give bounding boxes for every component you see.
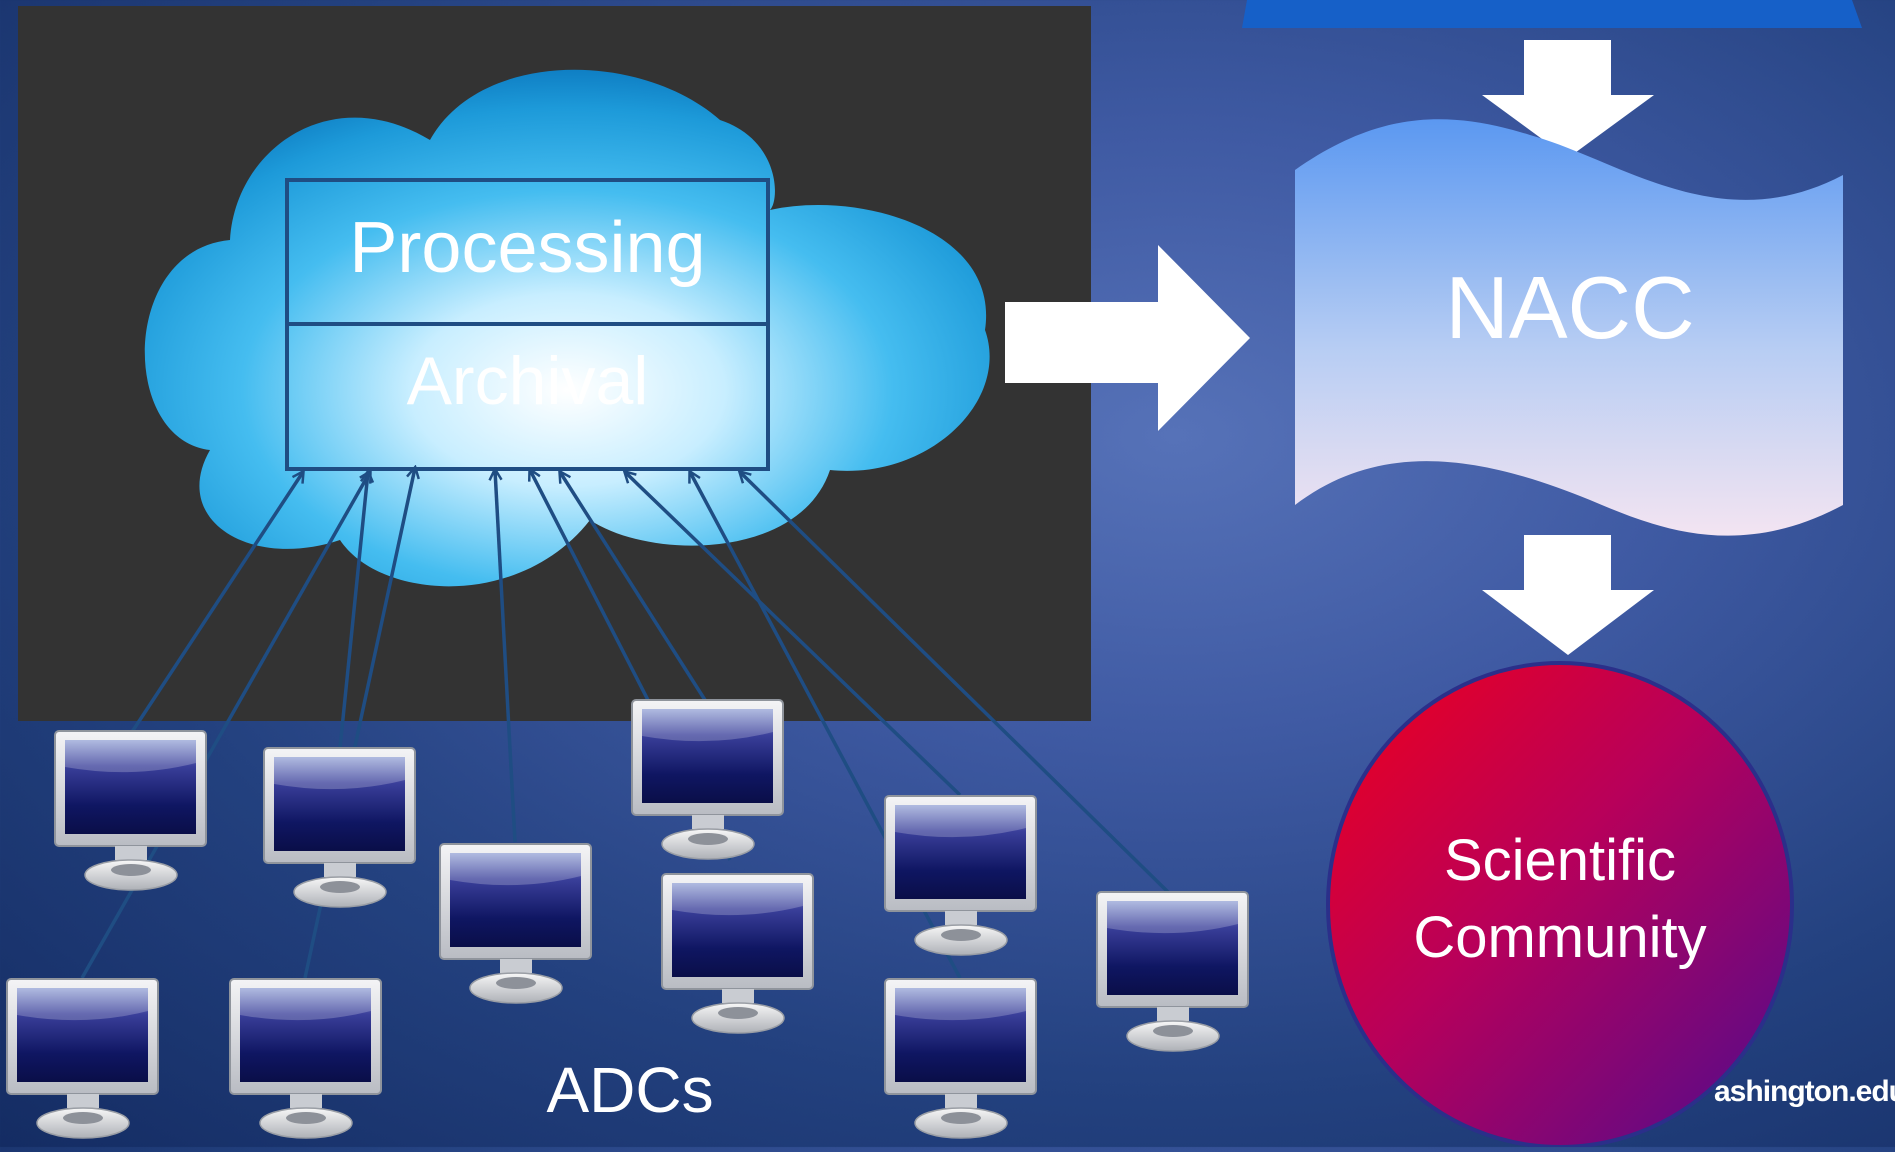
monitor-icon xyxy=(229,978,382,1139)
processing-label: Processing xyxy=(349,208,706,288)
community-label-line1: Scientific xyxy=(1443,828,1677,893)
arrow-right-icon xyxy=(1005,245,1250,431)
top-bar xyxy=(1242,0,1862,28)
community-label-line2: Community xyxy=(1413,905,1707,970)
monitor-icon xyxy=(661,873,814,1034)
connector-line xyxy=(338,472,368,749)
arrow-down-icon xyxy=(1482,535,1654,655)
connector-line xyxy=(128,472,303,736)
connector-line xyxy=(560,472,707,701)
footer-url[interactable]: ashington.edu xyxy=(1714,1075,1895,1108)
connector-line xyxy=(495,470,517,843)
monitor-icon xyxy=(54,730,207,891)
connector-line xyxy=(80,472,370,979)
cloud-shape xyxy=(144,69,990,587)
monitor-icon xyxy=(263,747,416,908)
archival-label: Archival xyxy=(406,343,649,419)
connector-line xyxy=(740,472,1170,894)
nacc-banner xyxy=(1295,119,1843,536)
monitor-icon xyxy=(439,843,592,1004)
archival-box xyxy=(285,322,770,471)
monitor-icon xyxy=(631,699,784,860)
arrow-down-icon xyxy=(1482,40,1654,158)
monitor-icon xyxy=(1096,891,1249,1052)
connector-line xyxy=(625,472,962,797)
monitor-icon xyxy=(884,978,1037,1139)
monitor-icon xyxy=(6,978,159,1139)
monitor-icon xyxy=(884,795,1037,956)
adcs-label: ADCs xyxy=(546,1054,714,1126)
nacc-label: NACC xyxy=(1445,258,1695,357)
